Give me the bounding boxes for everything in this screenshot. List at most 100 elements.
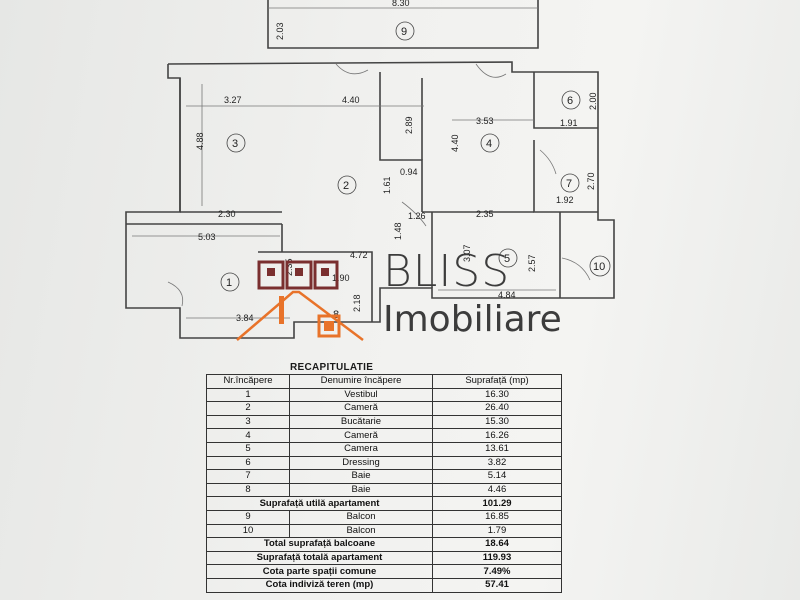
room-number: 9 xyxy=(206,509,290,525)
room-name: Baie xyxy=(289,482,433,498)
header-area: Suprafață (mp) xyxy=(432,374,562,389)
room-number: 5 xyxy=(206,441,290,457)
house-logo-icon xyxy=(236,260,364,341)
room-area: 1.79 xyxy=(432,523,562,539)
recap-table: Nr.încăpere Denumire încăpere Suprafață … xyxy=(206,374,562,593)
logo-brand-subtitle: Imobiliare xyxy=(383,299,562,340)
useful-area-row: Suprafață utilă apartament 101.29 xyxy=(206,496,562,511)
dim-2-35-v: 2.35 xyxy=(284,258,294,276)
dim-2-70: 2.70 xyxy=(586,172,596,190)
dim-3-84: 3.84 xyxy=(236,313,254,323)
dim-4-84: 4.84 xyxy=(498,290,516,300)
room-5-label: 5 xyxy=(504,253,510,265)
recap-title: RECAPITULATIE xyxy=(290,362,374,373)
room-number: 3 xyxy=(206,414,290,430)
dim-1-90: 1.90 xyxy=(332,273,350,283)
room-number: 1 xyxy=(206,387,290,403)
dim-2-18: 2.18 xyxy=(352,294,362,312)
total-row: Cota parte spații comune 7.49% xyxy=(206,564,562,579)
door-arc-2 xyxy=(475,63,507,78)
room-area: 3.82 xyxy=(432,455,562,471)
dim-5-03: 5.03 xyxy=(198,232,216,242)
room-6-label: 6 xyxy=(567,95,573,107)
room-area: 15.30 xyxy=(432,414,562,430)
door-arc-3 xyxy=(167,281,184,307)
room-7-label: 7 xyxy=(566,178,572,190)
dim-1-48: 1.48 xyxy=(393,222,403,240)
room-name: Cameră xyxy=(289,401,433,416)
dim-8-30: 8.30 xyxy=(392,0,410,8)
room-area: 16.26 xyxy=(432,428,562,443)
room-number: 4 xyxy=(206,428,290,443)
total-label: Suprafață totală apartament xyxy=(206,550,433,566)
total-row: Total suprafață balcoane 18.64 xyxy=(206,537,562,552)
dim-3-27: 3.27 xyxy=(224,95,242,105)
dim-1-91: 1.91 xyxy=(560,118,578,128)
inner-wall-r6 xyxy=(533,72,598,129)
dim-3-53: 3.53 xyxy=(476,116,494,126)
plan-dimensions: 8.30 2.03 3.27 4.40 2.89 3.53 4.40 2.00 … xyxy=(195,0,598,323)
room-3-label: 3 xyxy=(232,138,238,150)
room-area: 13.61 xyxy=(432,441,562,457)
room-number: 10 xyxy=(206,523,290,539)
total-row: Suprafață totală apartament 119.93 xyxy=(206,550,562,566)
useful-area-value: 101.29 xyxy=(432,496,562,511)
table-row: 3 Bucătarie 15.30 xyxy=(206,414,562,430)
table-row: 6 Dressing 3.82 xyxy=(206,455,562,471)
floor-plan: 9 3 2 4 6 7 5 10 1 8 8.30 2.03 3.27 4.40… xyxy=(125,0,615,339)
door-arc-5 xyxy=(401,201,427,227)
dim-4-40-h: 4.40 xyxy=(342,95,360,105)
dim-1-61: 1.61 xyxy=(382,176,392,194)
dim-2-00: 2.00 xyxy=(588,92,598,110)
table-row: 9 Balcon 16.85 xyxy=(206,509,562,525)
room-name: Baie xyxy=(289,469,433,484)
total-value: 7.49% xyxy=(432,564,562,579)
inner-wall-r7 xyxy=(533,140,598,213)
room-name: Balcon xyxy=(289,523,433,539)
room-area: 4.46 xyxy=(432,482,562,498)
dim-2-30: 2.30 xyxy=(218,209,236,219)
room-name: Camera xyxy=(289,441,433,457)
header-room-number: Nr.încăpere xyxy=(206,374,290,389)
dim-1-26: 1.26 xyxy=(408,211,426,221)
bliss-logo: BLISS Imobiliare xyxy=(235,246,575,352)
door-arc-1 xyxy=(335,63,369,75)
total-row: Cota indiviză teren (mp) 57.41 xyxy=(206,577,562,593)
room-name: Vestibul xyxy=(289,387,433,403)
room-area: 5.14 xyxy=(432,469,562,484)
door-arc-6 xyxy=(539,149,557,175)
room-1-label: 1 xyxy=(226,277,232,289)
total-value: 57.41 xyxy=(432,577,562,593)
table-row: 8 Baie 4.46 xyxy=(206,482,562,498)
room-number: 2 xyxy=(206,401,290,416)
exterior-wall xyxy=(125,61,615,339)
dim-4-40-v: 4.40 xyxy=(450,134,460,152)
room-name: Balcon xyxy=(289,509,433,525)
logo-brand-name: BLISS xyxy=(383,246,511,297)
dim-1-92: 1.92 xyxy=(556,195,574,205)
total-label: Cota indiviză teren (mp) xyxy=(206,577,433,593)
room-area: 26.40 xyxy=(432,401,562,416)
room-4-label: 4 xyxy=(486,138,492,150)
room-name: Dressing xyxy=(289,455,433,471)
dim-2-57: 2.57 xyxy=(527,254,537,272)
total-label: Cota parte spații comune xyxy=(206,564,433,579)
inner-wall-r2-right xyxy=(379,72,423,212)
dim-0-94: 0.94 xyxy=(400,167,418,177)
total-value: 119.93 xyxy=(432,550,562,566)
dim-4-88: 4.88 xyxy=(195,132,205,150)
room-area: 16.85 xyxy=(432,509,562,525)
inner-wall-core xyxy=(258,251,373,322)
table-row: 10 Balcon 1.79 xyxy=(206,523,562,539)
dim-2-89: 2.89 xyxy=(404,116,414,134)
useful-area-label: Suprafață utilă apartament xyxy=(206,496,433,511)
table-row: 5 Camera 13.61 xyxy=(206,441,562,457)
table-row: 7 Baie 5.14 xyxy=(206,469,562,484)
header-room-name: Denumire încăpere xyxy=(289,374,433,389)
dim-4-72: 4.72 xyxy=(350,250,368,260)
dim-2-35-h: 2.35 xyxy=(476,209,494,219)
room-area: 16.30 xyxy=(432,387,562,403)
table-row: 1 Vestibul 16.30 xyxy=(206,387,562,403)
door-arc-4 xyxy=(561,257,591,281)
room-number: 6 xyxy=(206,455,290,471)
